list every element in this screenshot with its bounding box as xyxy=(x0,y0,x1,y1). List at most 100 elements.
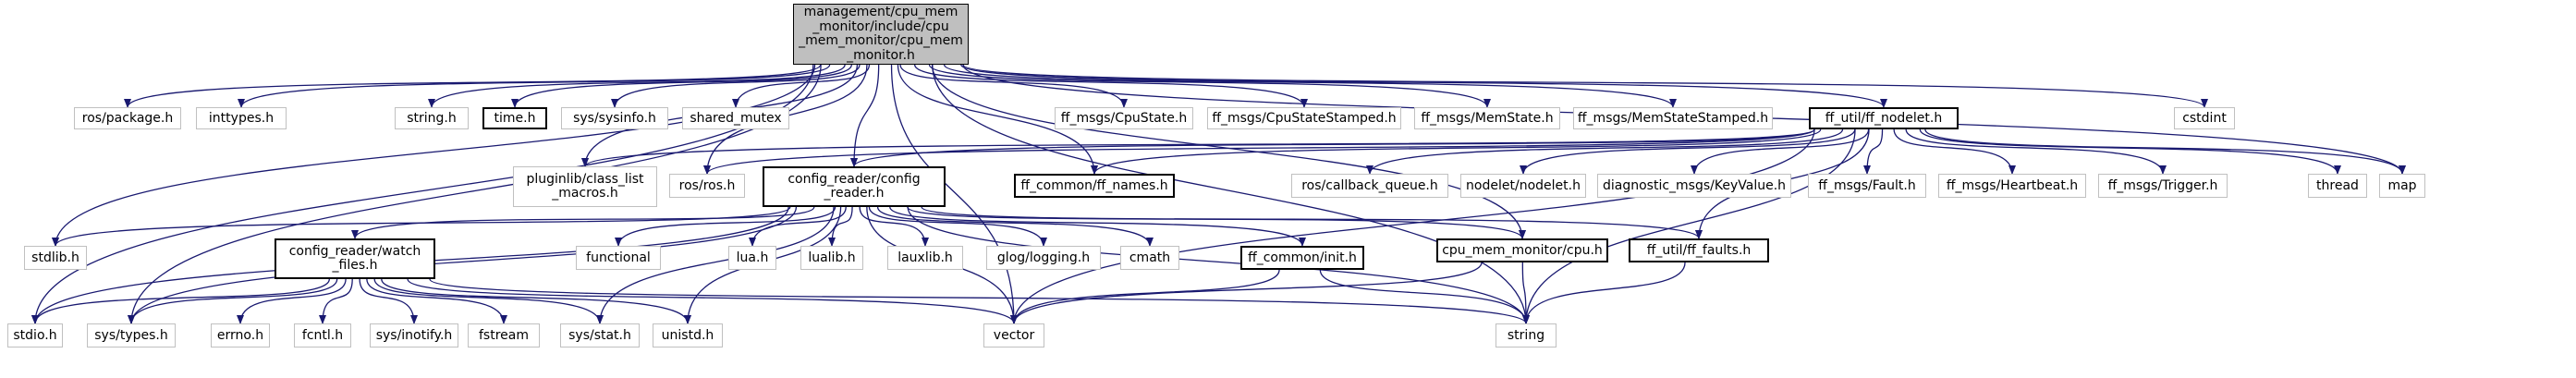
edge-config-reader-to-sys-types xyxy=(128,206,798,324)
node-ros-package: ros/package.h xyxy=(74,107,181,129)
edge-config-reader-to-lualib xyxy=(828,206,853,247)
node-string-h: string.h xyxy=(395,107,469,129)
edge-ff-nodelet-to-pluginlib xyxy=(581,128,1815,167)
edge-ff-nodelet-to-heartbeat xyxy=(1893,128,2016,175)
edge-ff-nodelet-to-config-reader xyxy=(850,128,1815,167)
node-cstdint: cstdint xyxy=(2174,107,2235,129)
node-memstate-stamped: ff_msgs/MemStateStamped.h xyxy=(1573,107,1773,129)
edge-root-to-config-reader xyxy=(850,64,880,167)
node-trigger: ff_msgs/Trigger.h xyxy=(2098,174,2228,198)
node-sys-sysinfo: sys/sysinfo.h xyxy=(561,107,668,129)
edge-root-to-memstate-stamped xyxy=(943,64,1677,108)
edge-watch-files-to-fcntl xyxy=(319,278,353,324)
node-unistd: unistd.h xyxy=(653,323,723,348)
node-lua: lua.h xyxy=(728,246,776,270)
node-ff-init[interactable]: ff_common/init.h xyxy=(1240,246,1364,270)
edge-root-to-time-h xyxy=(511,64,852,108)
node-heartbeat: ff_msgs/Heartbeat.h xyxy=(1938,174,2086,198)
node-sys-types: sys/types.h xyxy=(87,323,176,348)
edge-ff-nodelet-to-trigger xyxy=(1905,128,2167,175)
node-cpustate-stamped: ff_msgs/CpuStateStamped.h xyxy=(1207,107,1401,129)
edge-ff-nodelet-to-map xyxy=(1924,128,2406,175)
edge-watch-files-to-sys-types xyxy=(128,278,338,324)
node-ff-nodelet[interactable]: ff_util/ff_nodelet.h xyxy=(1809,107,1959,129)
edge-watch-files-to-fstream xyxy=(366,278,507,324)
edge-watch-files-to-sys-stat xyxy=(373,278,604,324)
node-lauxlib: lauxlib.h xyxy=(887,246,963,270)
edge-root-to-vector xyxy=(890,64,1018,324)
node-memstate: ff_msgs/MemState.h xyxy=(1414,107,1560,129)
edge-ff-nodelet-to-keyvalue xyxy=(1691,128,1870,175)
node-ff-faults[interactable]: ff_util/ff_faults.h xyxy=(1629,238,1769,262)
edge-config-reader-to-watch-files xyxy=(351,206,815,239)
edge-watch-files-to-errno xyxy=(237,278,347,324)
edge-root-to-cpustate-stamped xyxy=(913,64,1308,108)
node-sys-stat: sys/stat.h xyxy=(560,323,640,348)
node-nodelet: nodelet/nodelet.h xyxy=(1460,174,1586,198)
edge-config-reader-to-ff-faults xyxy=(921,206,1703,239)
node-time-h[interactable]: time.h xyxy=(482,107,547,129)
node-lualib: lualib.h xyxy=(800,246,863,270)
node-fcntl: fcntl.h xyxy=(294,323,351,348)
node-functional: functional xyxy=(576,246,661,270)
edge-watch-files-to-unistd xyxy=(381,278,691,324)
edge-ff-faults-to-string xyxy=(1522,262,1686,324)
node-fstream: fstream xyxy=(468,323,540,348)
node-cmath: cmath xyxy=(1120,246,1179,270)
node-cpustate: ff_msgs/CpuState.h xyxy=(1055,107,1193,129)
edge-ff-nodelet-to-vector xyxy=(1010,128,1815,324)
node-inotify: sys/inotify.h xyxy=(370,323,458,348)
node-keyvalue: diagnostic_msgs/KeyValue.h xyxy=(1597,174,1791,198)
node-string: string xyxy=(1496,323,1557,348)
edge-watch-files-to-vector xyxy=(407,278,1018,324)
edge-root-to-ros-package xyxy=(124,64,822,108)
node-stdio: stdio.h xyxy=(7,323,63,348)
edge-root-to-shared-mutex xyxy=(732,64,871,108)
edge-ff-nodelet-to-callback-queue xyxy=(1366,128,1844,175)
node-pluginlib: pluginlib/class_list _macros.h xyxy=(513,166,657,207)
node-thread: thread xyxy=(2308,174,2367,198)
edge-root-to-string-h xyxy=(428,64,846,108)
edge-ff-nodelet-to-ros-ros xyxy=(703,128,1815,175)
node-inttypes: inttypes.h xyxy=(196,107,287,129)
node-glog: glog/logging.h xyxy=(986,246,1101,270)
edge-config-reader-to-lua xyxy=(749,206,847,247)
node-root: management/cpu_mem _monitor/include/cpu … xyxy=(793,4,969,65)
node-errno: errno.h xyxy=(211,323,270,348)
node-stdlib: stdlib.h xyxy=(24,246,87,270)
edge-root-to-cstdint xyxy=(962,64,2208,108)
edge-config-reader-to-string xyxy=(907,206,1530,324)
edge-config-reader-to-glog xyxy=(868,206,1047,247)
edge-root-to-memstate xyxy=(928,64,1491,108)
node-ff-names[interactable]: ff_common/ff_names.h xyxy=(1014,174,1175,198)
edge-watch-files-to-string xyxy=(429,278,1530,324)
edge-config-reader-to-cmath xyxy=(876,206,1154,247)
edge-ff-nodelet-to-fault xyxy=(1863,128,1884,175)
node-fault: ff_msgs/Fault.h xyxy=(1808,174,1926,198)
node-config-reader[interactable]: config_reader/config _reader.h xyxy=(763,166,946,207)
node-ros-ros: ros/ros.h xyxy=(669,174,745,198)
edge-cpu-h-to-vector xyxy=(1010,262,1483,324)
edge-root-to-sys-sysinfo xyxy=(611,64,861,108)
edge-ff-nodelet-to-nodelet xyxy=(1520,128,1856,175)
edge-config-reader-to-functional xyxy=(615,206,836,247)
edge-watch-files-to-inotify xyxy=(359,278,418,324)
node-shared-mutex: shared_mutex xyxy=(682,107,789,129)
node-cpu-h[interactable]: cpu_mem_monitor/cpu.h xyxy=(1436,238,1608,262)
node-watch-files[interactable]: config_reader/watch _files.h xyxy=(275,238,435,279)
edge-config-reader-to-lauxlib xyxy=(859,206,929,247)
edge-watch-files-to-stdio xyxy=(31,278,330,324)
edge-ff-nodelet-to-string xyxy=(1522,128,1856,324)
edge-cpu-h-to-string xyxy=(1521,262,1530,324)
edge-root-to-inttypes xyxy=(238,64,831,108)
node-vector: vector xyxy=(983,323,1044,348)
edge-root-to-stdlib xyxy=(52,64,816,247)
edge-ff-init-to-string xyxy=(1319,269,1530,324)
edge-ff-nodelet-to-ff-names xyxy=(1091,128,1822,175)
edge-root-to-ff-nodelet xyxy=(960,64,1887,108)
node-map: map xyxy=(2379,174,2425,198)
node-callback-queue: ros/callback_queue.h xyxy=(1291,174,1448,198)
edge-root-to-string xyxy=(932,64,1530,324)
